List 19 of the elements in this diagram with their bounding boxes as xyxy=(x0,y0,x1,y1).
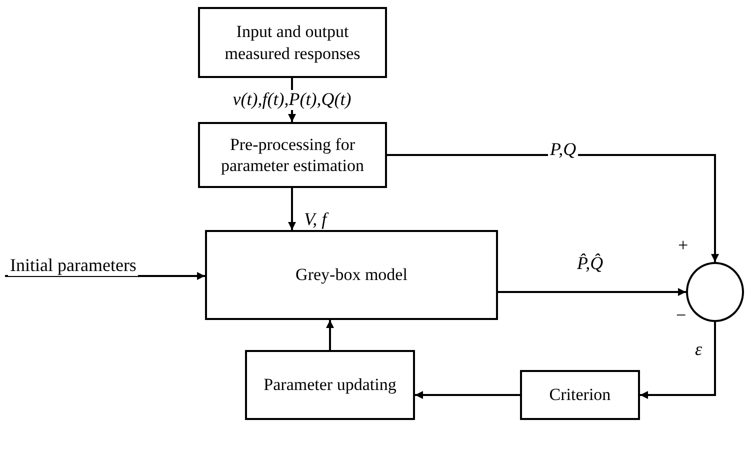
arrow xyxy=(415,391,520,399)
process-box: Parameter updating xyxy=(245,350,415,420)
arrow xyxy=(498,288,686,296)
arrow xyxy=(640,322,716,399)
edge-label: Initial parameters xyxy=(8,256,138,276)
process-box: Pre-processing for parameter estimation xyxy=(198,122,387,188)
arrow xyxy=(288,188,296,230)
process-box: Input and output measured responses xyxy=(198,7,387,78)
edge-label: P,Q xyxy=(548,140,578,160)
sign-label: + xyxy=(677,236,690,256)
edge-label: P̂,Q̂ xyxy=(575,254,606,274)
arrow xyxy=(5,272,205,280)
sign-label: − xyxy=(675,306,688,326)
edge-label: v(t),f(t),P(t),Q(t) xyxy=(230,90,354,110)
process-box: Grey-box model xyxy=(205,230,498,320)
arrow xyxy=(387,154,719,262)
arrow xyxy=(326,320,334,350)
process-box: Criterion xyxy=(520,370,640,420)
edge-label: V, f xyxy=(302,210,329,230)
